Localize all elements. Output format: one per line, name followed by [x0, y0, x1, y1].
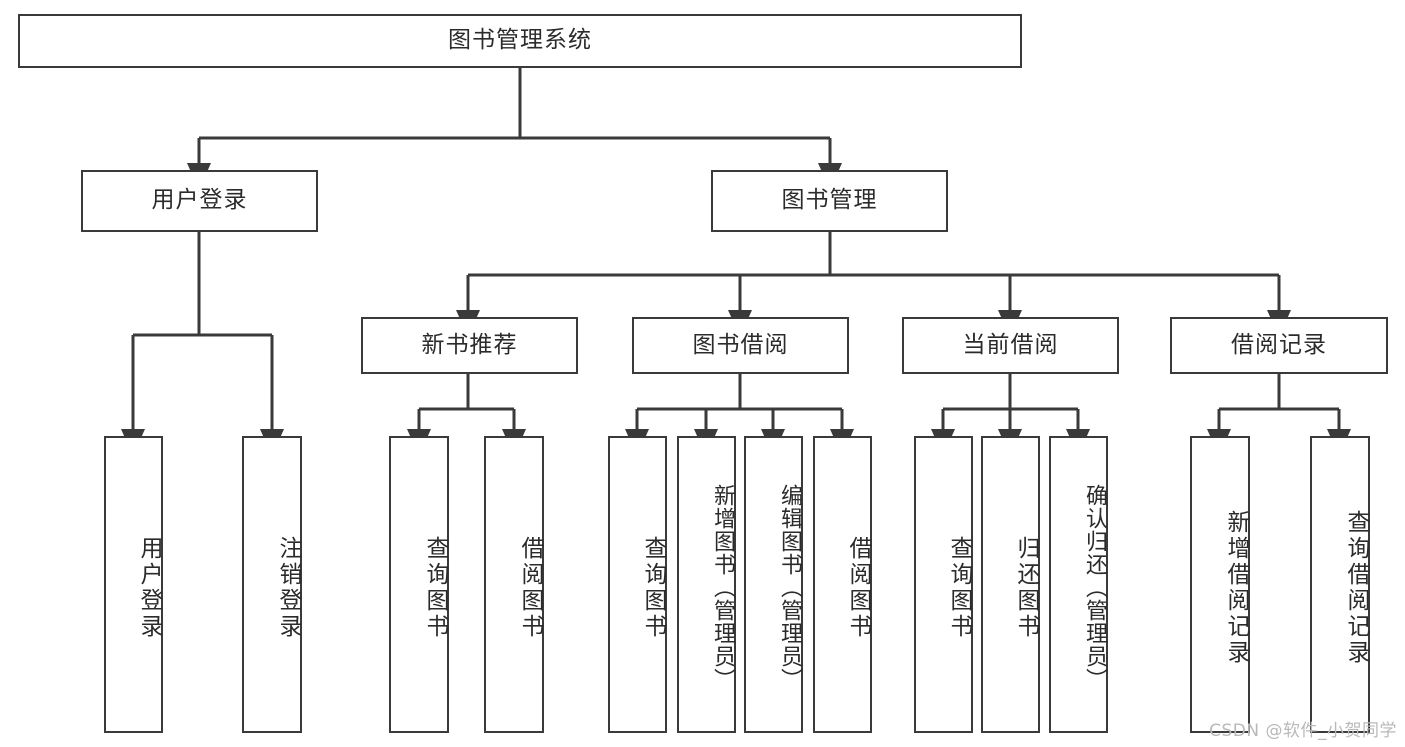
node-leaf-query-book-bb[interactable]: 查询图书 — [608, 436, 667, 733]
node-leaf-return-book[interactable]: 归还图书 — [981, 436, 1040, 733]
node-book-management[interactable]: 图书管理 — [711, 170, 948, 232]
node-leaf-add-book-admin[interactable]: 新增图书（管理员） — [677, 436, 736, 733]
node-leaf-borrow-book-bb[interactable]: 借阅图书 — [813, 436, 872, 733]
node-label: 查询图书 — [640, 535, 666, 640]
node-label: 图书管理系统 — [448, 27, 592, 54]
node-leaf-query-borrow-record[interactable]: 查询借阅记录 — [1310, 436, 1370, 733]
node-label: 查询图书 — [422, 535, 448, 640]
node-label: 当前借阅 — [962, 331, 1059, 358]
node-leaf-edit-book-admin[interactable]: 编辑图书（管理员） — [744, 436, 803, 733]
node-label: 新增图书（管理员） — [710, 484, 735, 691]
csdn-watermark: CSDN @软件_小贺同学 — [1209, 721, 1397, 741]
node-root-book-management-system[interactable]: 图书管理系统 — [18, 14, 1022, 68]
node-leaf-add-borrow-record[interactable]: 新增借阅记录 — [1190, 436, 1250, 733]
node-label: 图书借阅 — [692, 331, 789, 358]
node-label: 查询图书 — [946, 535, 972, 640]
node-label: 借阅图书 — [845, 535, 871, 640]
node-new-book-recommendation[interactable]: 新书推荐 — [361, 317, 578, 374]
node-leaf-query-book-cb[interactable]: 查询图书 — [914, 436, 973, 733]
node-label: 编辑图书（管理员） — [777, 484, 802, 691]
node-label: 注销登录 — [275, 535, 301, 640]
node-label: 图书管理 — [781, 187, 878, 214]
node-label: 新书推荐 — [421, 331, 518, 358]
node-leaf-user-login[interactable]: 用户登录 — [104, 436, 163, 733]
node-label: 用户登录 — [136, 535, 162, 640]
node-label: 用户登录 — [151, 187, 248, 214]
node-label: 查询借阅记录 — [1343, 509, 1369, 666]
node-label: 借阅图书 — [517, 535, 543, 640]
node-label: 确认归还（管理员） — [1082, 484, 1107, 691]
node-leaf-query-book-nbr[interactable]: 查询图书 — [389, 436, 449, 733]
node-label: 归还图书 — [1013, 535, 1039, 640]
node-leaf-confirm-return-admin[interactable]: 确认归还（管理员） — [1049, 436, 1108, 733]
node-book-borrowing[interactable]: 图书借阅 — [632, 317, 849, 374]
node-leaf-logout[interactable]: 注销登录 — [242, 436, 302, 733]
node-label: 借阅记录 — [1231, 331, 1327, 358]
node-user-login[interactable]: 用户登录 — [81, 170, 318, 232]
node-borrowing-record[interactable]: 借阅记录 — [1170, 317, 1388, 374]
node-current-borrowing[interactable]: 当前借阅 — [902, 317, 1119, 374]
node-label: 新增借阅记录 — [1223, 509, 1249, 666]
node-leaf-borrow-book-nbr[interactable]: 借阅图书 — [484, 436, 544, 733]
